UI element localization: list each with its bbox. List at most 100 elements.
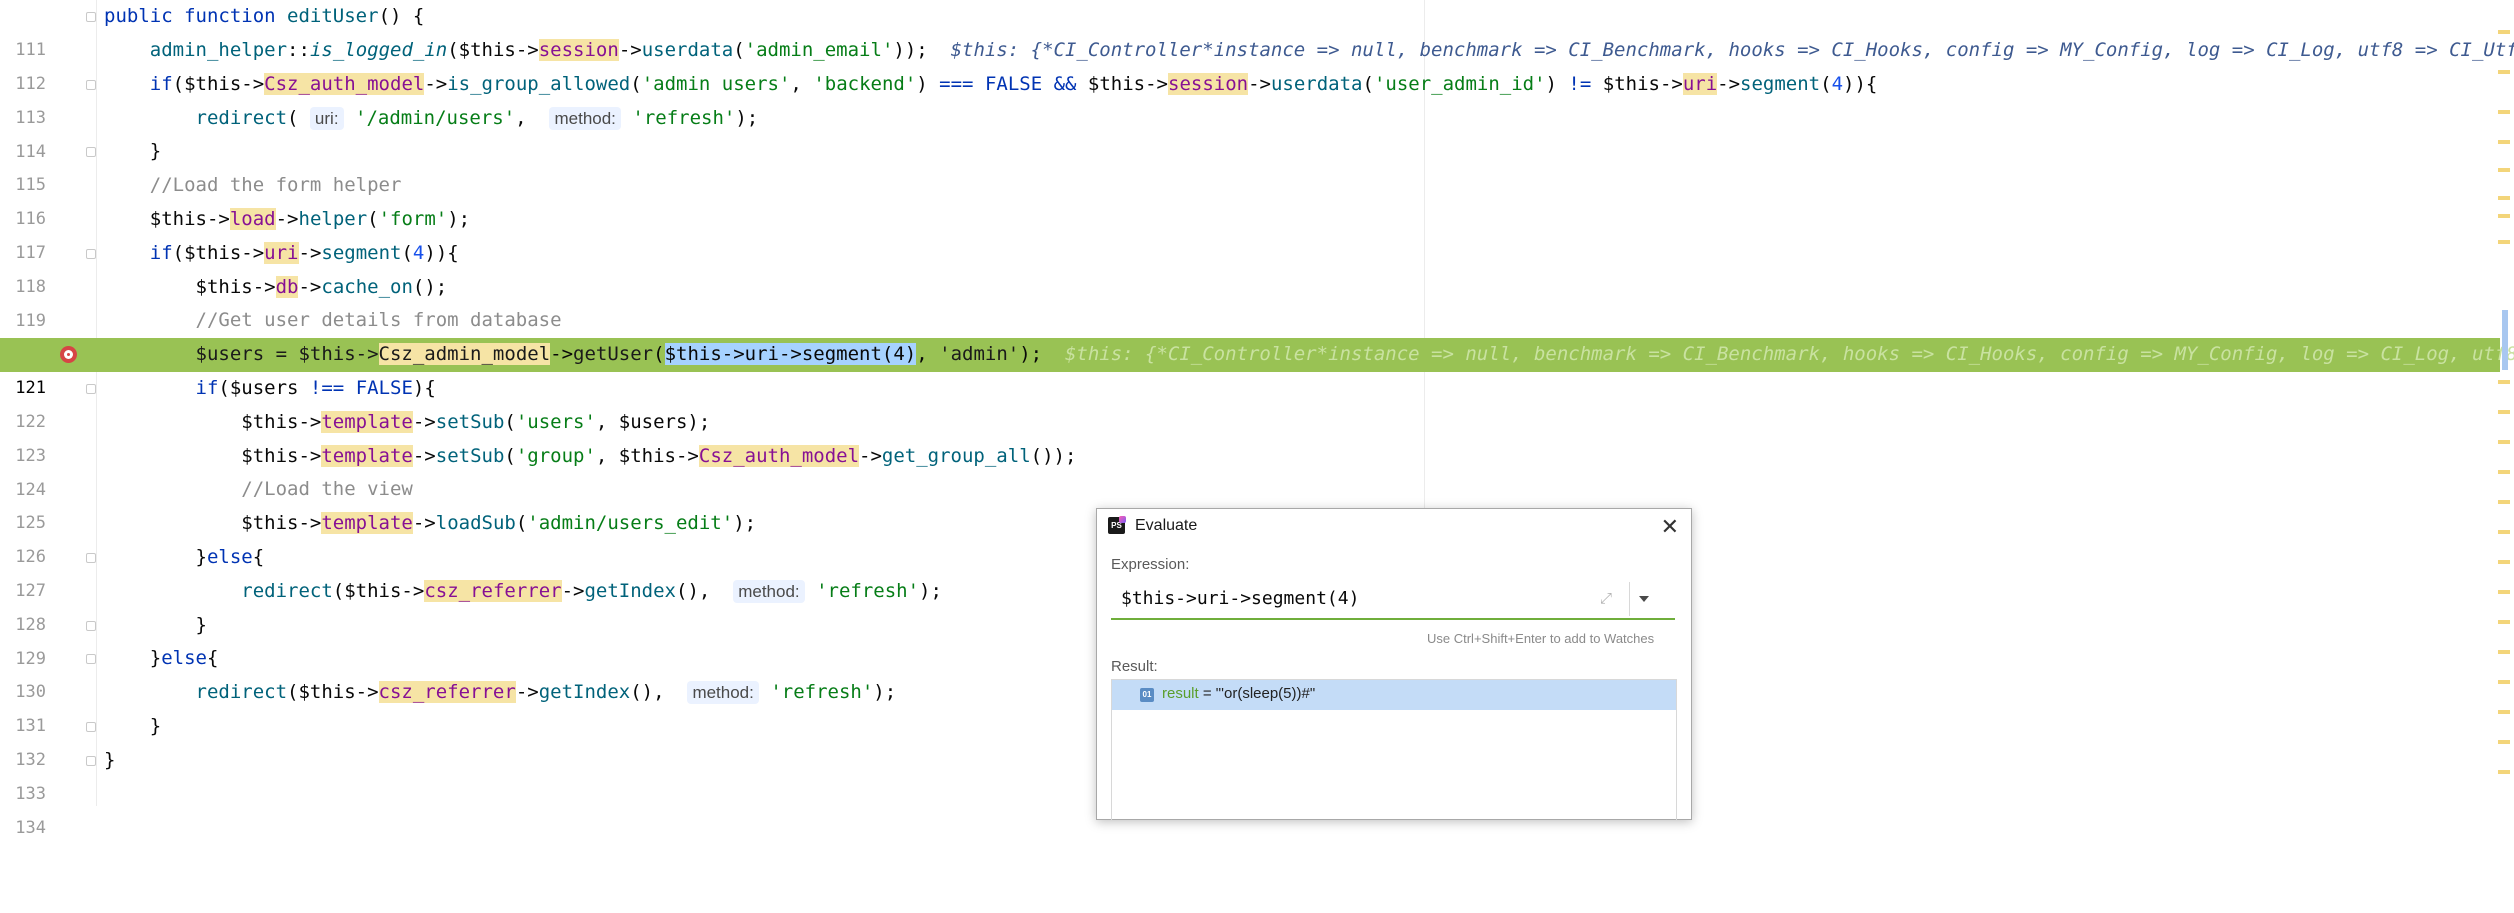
code-line[interactable]: 111 public function editUser() { <box>0 0 2500 60</box>
line-number: 121 <box>15 377 46 398</box>
result-row[interactable]: 01 result = "'or(sleep(5))#" <box>1112 680 1676 710</box>
scroll-marker[interactable] <box>2498 196 2510 200</box>
code-editor[interactable]: 111 public function editUser() { 112 adm… <box>0 0 2514 838</box>
code-line[interactable]: 128 redirect($this->csz_referrer->getInd… <box>0 575 2500 635</box>
dialog-title-bar[interactable]: PS Evaluate ✕ <box>1097 509 1691 543</box>
code-line[interactable]: 124 $this->template->setSub('group', $th… <box>0 440 2500 500</box>
code-text: } <box>104 715 162 737</box>
breakpoint-icon[interactable] <box>60 346 77 363</box>
code-line[interactable]: 116 //Load the form helper <box>0 169 2500 229</box>
evaluate-dialog[interactable]: PS Evaluate ✕ Expression: $this->uri->se… <box>1096 508 1692 820</box>
fold-marker-icon[interactable] <box>86 147 96 157</box>
code-text: $this->db->cache_on(); <box>104 276 448 298</box>
scroll-marker[interactable] <box>2498 240 2510 244</box>
history-dropdown-button[interactable] <box>1629 582 1658 616</box>
code-line[interactable]: 119 $this->db->cache_on(); <box>0 271 2500 331</box>
code-line[interactable]: 132 } <box>0 710 2500 770</box>
line-number: 111 <box>15 39 46 60</box>
code-line[interactable]: 117 $this->load->helper('form'); <box>0 203 2500 263</box>
code-line[interactable]: 115 } <box>0 135 2500 195</box>
code-text: } <box>104 140 162 162</box>
scroll-marker[interactable] <box>2498 440 2510 444</box>
fold-marker-icon[interactable] <box>86 654 96 664</box>
code-line[interactable]: 118 if($this->uri->segment(4)){ <box>0 237 2500 297</box>
code-line[interactable]: 112 admin_helper::is_logged_in($this->se… <box>0 34 2514 94</box>
fold-marker-icon[interactable] <box>86 249 96 259</box>
scroll-marker[interactable] <box>2498 650 2510 654</box>
line-number: 117 <box>15 242 46 263</box>
close-icon[interactable]: ✕ <box>1660 514 1679 539</box>
code-text: } <box>104 749 116 771</box>
scroll-marker[interactable] <box>2498 470 2510 474</box>
watches-hint: Use Ctrl+Shift+Enter to add to Watches <box>1427 631 1655 646</box>
code-text: //Get user details from database <box>195 309 562 331</box>
result-tree[interactable]: 01 result = "'or(sleep(5))#" <box>1111 679 1677 820</box>
code-text: redirect( uri: '/admin/users', method: '… <box>195 107 759 130</box>
scroll-marker[interactable] <box>2498 168 2510 172</box>
scroll-marker[interactable] <box>2502 310 2508 370</box>
scroll-marker[interactable] <box>2498 70 2510 74</box>
phpstorm-app-icon: PS <box>1108 516 1126 534</box>
code-text: redirect($this->csz_referrer->getIndex()… <box>241 580 942 603</box>
scrollbar-markers[interactable] <box>2496 0 2514 806</box>
line-number: 132 <box>15 749 46 770</box>
line-number: 113 <box>15 107 46 128</box>
fold-marker-icon[interactable] <box>86 756 96 766</box>
fold-marker-icon[interactable] <box>86 722 96 732</box>
code-text: //Load the form helper <box>149 174 402 196</box>
inline-debug-value: $this: {*CI_Controller*instance => null,… <box>1064 343 2514 365</box>
code-line[interactable]: 130 }else{ <box>0 642 2500 702</box>
inline-debug-value: $this: {*CI_Controller*instance => null,… <box>950 39 2514 61</box>
scroll-marker[interactable] <box>2498 500 2510 504</box>
code-line[interactable]: 122 if($users !== FALSE){ <box>0 372 2500 432</box>
scroll-marker[interactable] <box>2498 710 2510 714</box>
code-text: $this->load->helper('form'); <box>104 208 471 230</box>
scroll-marker[interactable] <box>2498 680 2510 684</box>
code-line[interactable]: 125 //Load the view <box>0 473 2500 533</box>
line-number: 122 <box>15 411 46 432</box>
code-line[interactable]: 133 } <box>0 744 2500 804</box>
scroll-marker[interactable] <box>2498 620 2510 624</box>
scroll-marker[interactable] <box>2498 590 2510 594</box>
line-number: 112 <box>15 73 46 94</box>
scroll-marker[interactable] <box>2498 410 2510 414</box>
code-text: }else{ <box>104 647 219 669</box>
dialog-title: Evaluate <box>1135 517 1198 534</box>
line-number-gutter[interactable] <box>0 0 97 806</box>
code-text: $this->template->setSub('group', $this->… <box>104 445 1077 467</box>
code-line[interactable]: 114 redirect( uri: '/admin/users', metho… <box>0 102 2500 162</box>
code-line[interactable]: 126 $this->template->loadSub('admin/user… <box>0 507 2500 567</box>
code-text: $this->template->setSub('users', $users)… <box>104 411 711 433</box>
line-number: 126 <box>15 546 46 567</box>
line-number: 114 <box>15 141 46 162</box>
line-number: 131 <box>15 715 46 736</box>
code-text: admin_helper::is_logged_in($this->sessio… <box>104 34 2514 68</box>
code-line[interactable]: 113 if($this->Csz_auth_model->is_group_a… <box>0 68 2500 128</box>
current-execution-line[interactable]: 121 $users = $this->Csz_admin_model->get… <box>0 338 2514 398</box>
code-line[interactable]: 120 //Get user details from database <box>0 304 2500 364</box>
expand-icon[interactable]: ⤢ <box>1599 590 1612 607</box>
fold-marker-icon[interactable] <box>86 80 96 90</box>
line-number: 124 <box>15 479 46 500</box>
expression-text: $this->uri->segment(4) <box>1121 588 1360 609</box>
fold-marker-icon[interactable] <box>86 384 96 394</box>
code-line[interactable]: 127 }else{ <box>0 541 2500 601</box>
scroll-marker[interactable] <box>2498 140 2510 144</box>
fold-marker-icon[interactable] <box>86 621 96 631</box>
scroll-marker[interactable] <box>2498 530 2510 534</box>
code-text: if($users !== FALSE){ <box>195 377 436 399</box>
code-line[interactable]: 131 redirect($this->csz_referrer->getInd… <box>0 676 2500 736</box>
scroll-marker[interactable] <box>2498 560 2510 564</box>
scroll-marker[interactable] <box>2498 30 2510 34</box>
fold-marker-icon[interactable] <box>86 553 96 563</box>
scroll-marker[interactable] <box>2498 740 2510 744</box>
scroll-marker[interactable] <box>2498 214 2510 218</box>
code-line[interactable]: 123 $this->template->setSub('users', $us… <box>0 406 2500 466</box>
scroll-marker[interactable] <box>2498 380 2510 384</box>
code-line[interactable]: 129 } <box>0 609 2500 669</box>
fold-marker-icon[interactable] <box>86 12 96 22</box>
scroll-marker[interactable] <box>2498 770 2510 774</box>
scroll-marker[interactable] <box>2498 110 2510 114</box>
line-number: 116 <box>15 208 46 229</box>
expression-input[interactable]: $this->uri->segment(4) ⤢ <box>1111 582 1675 620</box>
